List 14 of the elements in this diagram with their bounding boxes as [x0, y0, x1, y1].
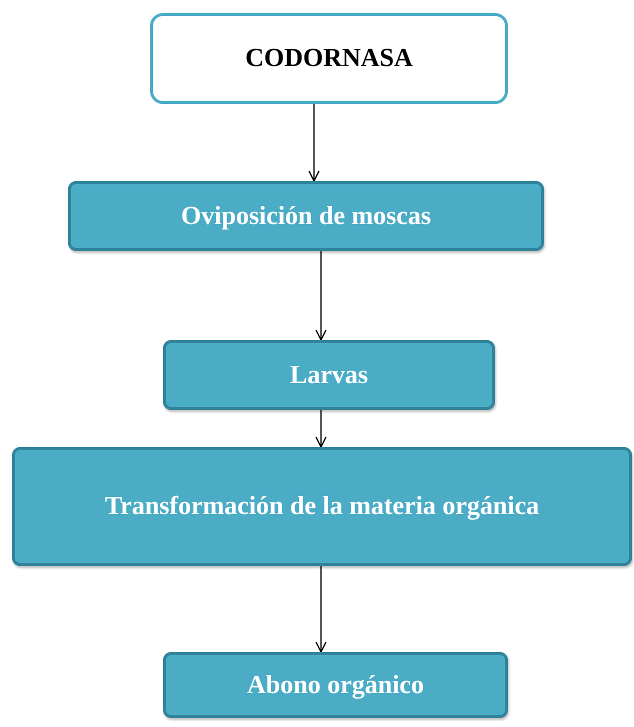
process-box	[163, 652, 508, 718]
start-box	[150, 13, 508, 104]
arrow	[315, 410, 327, 448]
process-box	[68, 181, 544, 251]
box-label: Oviposición de moscas	[181, 202, 431, 230]
arrow	[315, 251, 327, 341]
process-box	[12, 447, 632, 566]
box-label: Abono orgánico	[247, 670, 424, 700]
box-label: Larvas	[290, 360, 368, 390]
arrow	[315, 566, 327, 653]
arrow	[308, 104, 320, 182]
box-label: Transformación de la materia orgánica	[104, 492, 540, 521]
box-label: CODORNASA	[245, 44, 413, 73]
process-box	[163, 340, 495, 410]
